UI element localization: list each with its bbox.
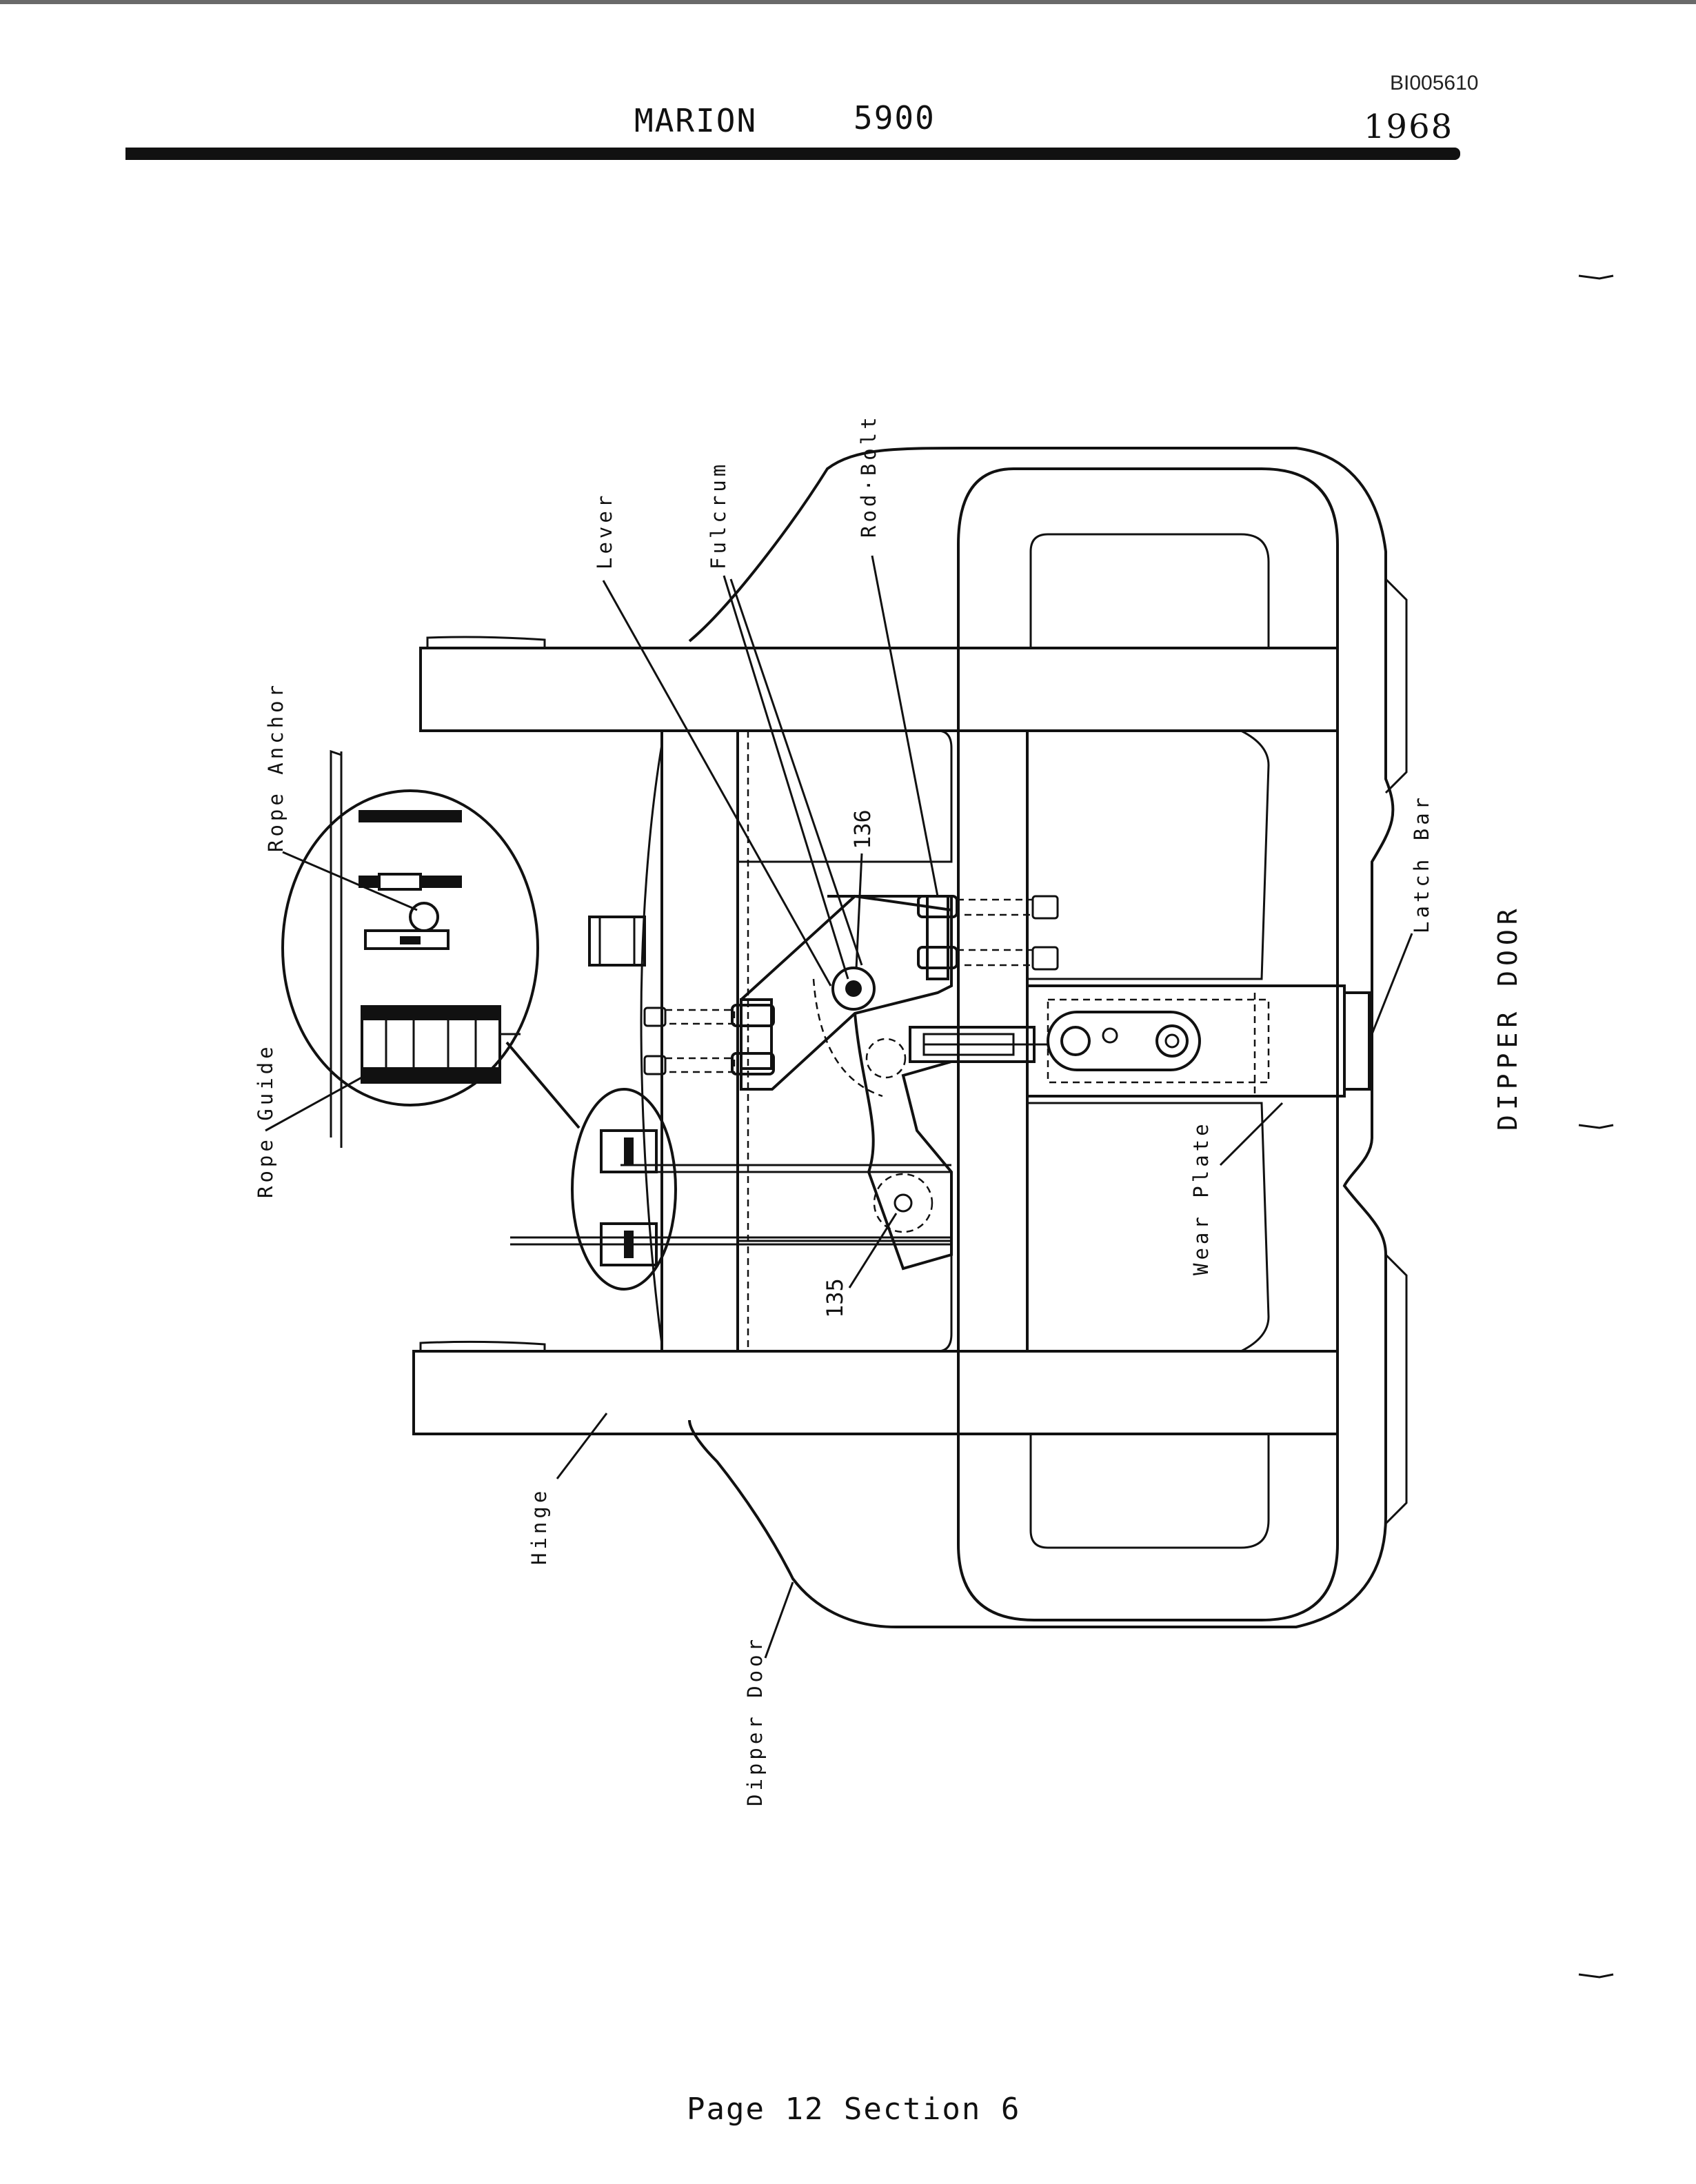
label-ref-136: 136 (849, 809, 876, 849)
bolts-lower (643, 998, 775, 1075)
scan-specks (1578, 274, 1614, 1979)
header-make: MARION (634, 102, 758, 139)
label-rod-bolt: Rod·Bolt (857, 414, 880, 538)
page-footer: Page 12 Section 6 (687, 2092, 1021, 2127)
label-latch-bar: Latch Bar (1410, 794, 1433, 933)
label-lever: Lever (593, 492, 616, 569)
label-hinge: Hinge (527, 1488, 551, 1565)
detail-inset (281, 749, 581, 1148)
door-outer-frame (957, 467, 1339, 1621)
rod-bolt (909, 1026, 1048, 1063)
dipper-door-shell (640, 447, 1408, 1628)
header-year: 1968 (1364, 108, 1454, 146)
lever-arm (740, 894, 953, 1271)
document-id: BI005610 (1390, 72, 1479, 94)
scan-top-edge (0, 0, 1696, 4)
label-ref-135: 135 (822, 1278, 848, 1318)
header-model: 5900 (854, 99, 936, 136)
label-wear-plate: Wear Plate (1189, 1120, 1213, 1275)
label-dipper-door: Dipper Door (743, 1636, 767, 1806)
latch-assembly (1026, 984, 1371, 1098)
label-fulcrum: Fulcrum (707, 461, 730, 569)
header-rule (125, 148, 1460, 160)
diagram-title: DIPPER DOOR (1493, 904, 1523, 1131)
rope-guides (510, 916, 951, 1291)
inner-rails (660, 729, 1270, 1353)
labels: Rope Anchor Rope Guide Lever Fulcrum Rod… (254, 414, 1523, 1806)
label-rope-anchor: Rope Anchor (264, 682, 287, 852)
label-rope-guide: Rope Guide (254, 1043, 277, 1198)
leader-lines (265, 555, 1413, 1659)
